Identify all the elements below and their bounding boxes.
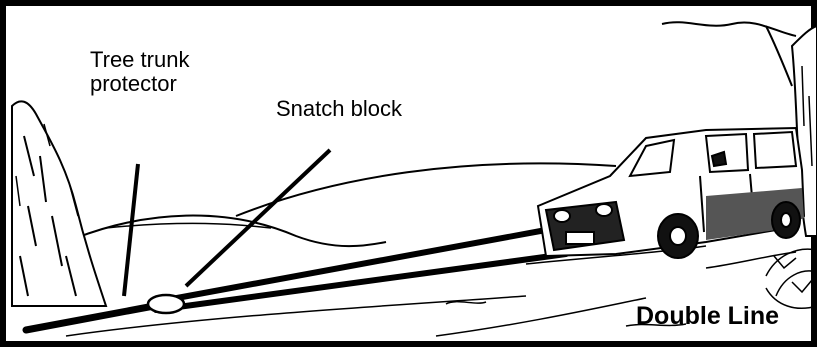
- vehicle-window-side: [706, 134, 748, 172]
- tree-trunk-protector-label: Tree trunk protector: [90, 48, 189, 96]
- snatch-block: [148, 295, 184, 313]
- vehicle-wheel-rear-hub: [781, 213, 791, 227]
- vehicle-wheel-front-hub: [670, 227, 686, 245]
- tree-trunk-protector-label-line1: Tree trunk: [90, 48, 189, 72]
- rock-outline: [12, 101, 106, 306]
- tree-branch: [662, 22, 796, 36]
- vehicle-headlight-right: [596, 204, 612, 216]
- anchor-strap: [26, 306, 154, 330]
- vehicle-headlight-left: [554, 210, 570, 222]
- tree-trunk-protector-label-line2: protector: [90, 72, 189, 96]
- double-line-label: Double Line: [636, 303, 779, 331]
- vehicle: [538, 128, 804, 258]
- ground-line-2: [436, 298, 646, 336]
- snatch-block-pointer: [186, 150, 330, 286]
- tree-trunk-protector-pointer: [124, 164, 138, 296]
- tree-branch-2: [766, 26, 792, 86]
- vehicle-window-rear: [754, 132, 796, 168]
- vehicle-license-plate: [566, 232, 594, 244]
- snatch-block-label: Snatch block: [276, 97, 402, 121]
- bush: [766, 249, 817, 308]
- ground-scribble-1: [446, 302, 486, 304]
